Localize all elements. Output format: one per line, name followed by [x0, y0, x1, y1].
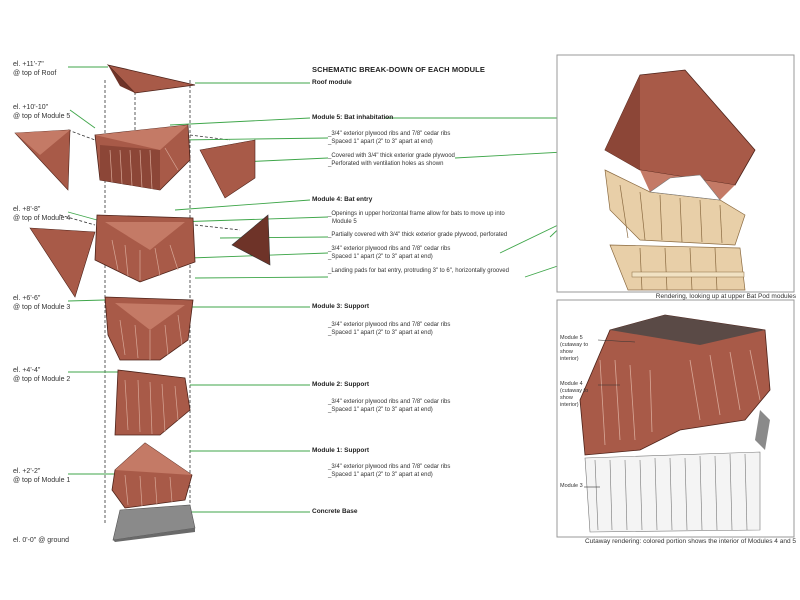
module-3-notes: _3/4" exterior plywood ribs and 7/8" ced… — [328, 322, 451, 336]
module-2-notes: _3/4" exterior plywood ribs and 7/8" ced… — [328, 399, 451, 413]
module-5-drawing — [14, 124, 256, 199]
roof-module-heading: Roof module — [312, 79, 352, 86]
module-4-drawing — [29, 214, 271, 298]
module-2-drawing — [114, 369, 191, 436]
elevation-module-5: el. +10'-10"@ top of Module 5 — [13, 104, 71, 120]
module-2-heading: Module 2: Support — [312, 381, 370, 388]
cutaway-label-module-3: Module 3 — [560, 483, 583, 489]
cutaway-rendering — [556, 299, 795, 538]
roof-module-drawing — [106, 64, 196, 94]
concrete-base-drawing — [112, 504, 196, 542]
rendering-caption: Rendering, looking up at upper Bat Pod m… — [655, 293, 796, 300]
elevation-module-3: el. +6'-6"@ top of Module 3 — [13, 295, 71, 311]
module-1-drawing — [111, 442, 193, 509]
rendering-upper-modules — [556, 54, 795, 293]
module-4-notes: _Openings in upper horizontal frame allo… — [328, 211, 509, 274]
concrete-base-heading: Concrete Base — [312, 508, 358, 515]
elevation-ground: el. 0'-0" @ ground — [13, 537, 70, 544]
module-1-heading: Module 1: Support — [312, 447, 370, 454]
elevation-module-2: el. +4'-4"@ top of Module 2 — [13, 367, 71, 383]
elevation-module-1: el. +2'-2"@ top of Module 1 — [13, 468, 71, 484]
module-3-heading: Module 3: Support — [312, 303, 370, 310]
module-1-notes: _3/4" exterior plywood ribs and 7/8" ced… — [328, 464, 451, 478]
module-5-notes: _3/4" exterior plywood ribs and 7/8" ced… — [328, 131, 455, 167]
page-title: SCHEMATIC BREAK-DOWN OF EACH MODULE — [312, 65, 485, 74]
module-5-heading: Module 5: Bat inhabitation — [312, 114, 394, 121]
module-4-heading: Module 4: Bat entry — [312, 196, 373, 203]
module-3-drawing — [104, 296, 194, 361]
elevation-module-4: el. +8'-8"@ top of Module 4 — [13, 206, 71, 222]
elevation-roof: el. +11'-7"@ top of Roof — [13, 61, 57, 77]
cutaway-caption: Cutaway rendering: colored portion shows… — [584, 538, 796, 545]
